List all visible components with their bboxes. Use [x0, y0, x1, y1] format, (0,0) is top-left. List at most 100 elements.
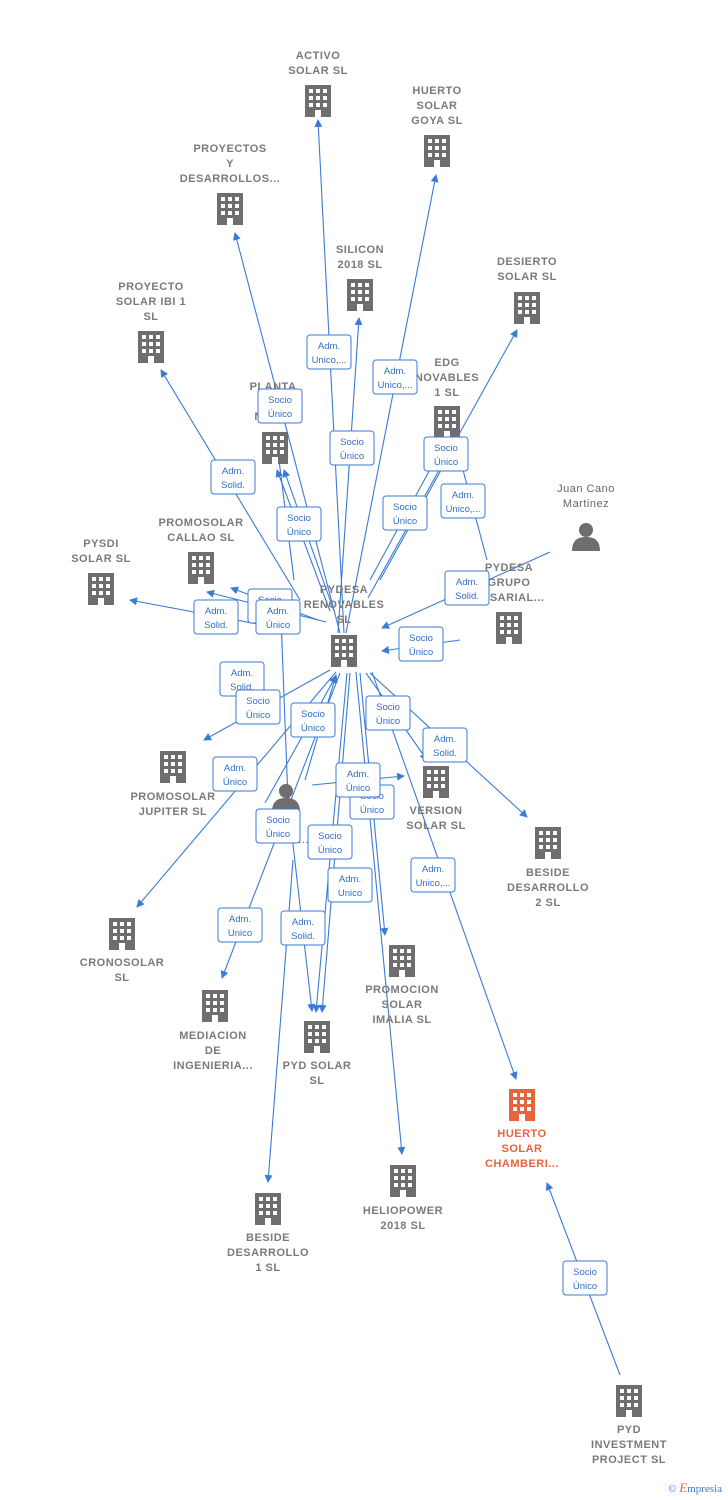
edge-label[interactable]: Adm.Unico — [217, 907, 263, 943]
edge-label[interactable]: Adm.Solid. — [422, 727, 468, 763]
copyright-symbol: © — [668, 1483, 677, 1495]
edge-label-box — [307, 824, 353, 860]
node-activo[interactable]: ACTIVO SOLAR SL — [288, 50, 348, 117]
edge-label-box — [212, 756, 258, 792]
edge-label-text: Unico,... — [416, 878, 451, 889]
edge-label-text: Socio — [393, 502, 417, 513]
building-icon — [262, 432, 288, 464]
node-pydesa_grupo[interactable]: PYDESAGRUPORESARIAL... — [474, 562, 545, 644]
node-label-line: SOLAR SL — [71, 553, 131, 565]
edge-line — [345, 174, 439, 634]
edge-label-box — [329, 430, 375, 466]
edge-label-text: Adm. — [231, 668, 253, 679]
node-label-line: VERSION — [409, 805, 462, 817]
edge-label[interactable]: Adm. Solid. — [219, 661, 265, 697]
edge-label[interactable]: Adm. Solid. — [280, 910, 326, 946]
edge-label[interactable]: Adm.Unico,... — [410, 857, 456, 893]
node-cronosolar[interactable]: CRONOSOLAR SL — [80, 918, 164, 984]
node-label-line: Juan Cano — [557, 483, 615, 495]
edge-label[interactable]: Adm.Único — [255, 599, 301, 635]
node-label-line: MEDIACION — [179, 1030, 246, 1042]
node-label-line: IMALIA SL — [372, 1014, 431, 1026]
edge-label-text: Único — [376, 716, 400, 727]
person-icon — [572, 523, 600, 551]
node-huerto_chamberi[interactable]: HUERTOSOLARCHAMBERI... — [485, 1089, 559, 1170]
edge-line — [264, 859, 294, 1183]
node-proyectos[interactable]: PROYECTOSYDESARROLLOS... — [180, 143, 281, 225]
edge-label-text: Socio — [434, 443, 458, 454]
edge-label[interactable]: Adm.Único — [212, 756, 258, 792]
node-label-line: PYSDI — [83, 538, 119, 550]
node-label-line: ACTIVO — [296, 50, 341, 62]
edge-label[interactable]: Adm.Unico — [327, 867, 373, 903]
edge-label-text: Único — [246, 710, 270, 721]
footer-credit: © Empresia — [668, 1480, 722, 1496]
edge-label-text: Adm. — [452, 490, 474, 501]
node-label-line: CRONOSOLAR — [80, 957, 164, 969]
edge-label[interactable]: Adm.Solid. — [193, 599, 239, 635]
edge-label-text: Adm. — [229, 914, 251, 925]
brand-initial: E — [679, 1480, 688, 1495]
node-label-line: 2 SL — [535, 897, 560, 909]
node-label-line: PYD — [617, 1424, 641, 1436]
edge-label[interactable]: Adm.Único — [335, 762, 381, 798]
edge-label[interactable]: Adm.Unico,... — [372, 359, 418, 395]
edge-label[interactable]: Adm.Solid. — [444, 570, 490, 606]
edge-label-box — [235, 689, 281, 725]
edge-label-text: Socio — [376, 702, 400, 713]
edge-label-text: Adm. — [222, 466, 244, 477]
edge-label-text: Solid. — [221, 480, 245, 491]
edge-label-text: Socio — [268, 395, 292, 406]
edge-label[interactable]: Adm. Solid. — [210, 459, 256, 495]
node-label-line: SL — [114, 972, 129, 984]
edge-label-text: Adm. — [292, 917, 314, 928]
edge-label[interactable]: Adm.Unico,... — [306, 334, 352, 370]
node-label-line: RESARIAL... — [474, 592, 545, 604]
building-icon — [389, 945, 415, 977]
node-label-line: SOLAR SL — [288, 65, 348, 77]
edge-label-text: Solid. — [230, 682, 254, 693]
edge-label[interactable]: Adm.Unico,... — [440, 483, 486, 519]
edge-label-text: Solid. — [291, 931, 315, 942]
node-label-line: DESIERTO — [497, 256, 557, 268]
edge-label-box — [444, 570, 490, 606]
edge-label-box — [280, 910, 326, 946]
edge-label-box — [410, 857, 456, 893]
node-label-line: SOLAR SL — [406, 820, 466, 832]
node-label-line: DE — [205, 1045, 221, 1057]
edge-labels-layer: Adm.Unico,...Adm.Unico,...SocioÚnicoSoci… — [193, 334, 608, 1296]
edge-label-text: Unico — [338, 888, 362, 899]
node-version[interactable]: VERSION SOLAR SL — [406, 766, 466, 832]
node-pysdi[interactable]: PYSDI SOLAR SL — [71, 538, 131, 605]
edge-label-box — [423, 436, 469, 472]
edge-label-box — [193, 599, 239, 635]
node-mediacion[interactable]: MEDIACIONDEINGENIERIA... — [173, 990, 253, 1072]
